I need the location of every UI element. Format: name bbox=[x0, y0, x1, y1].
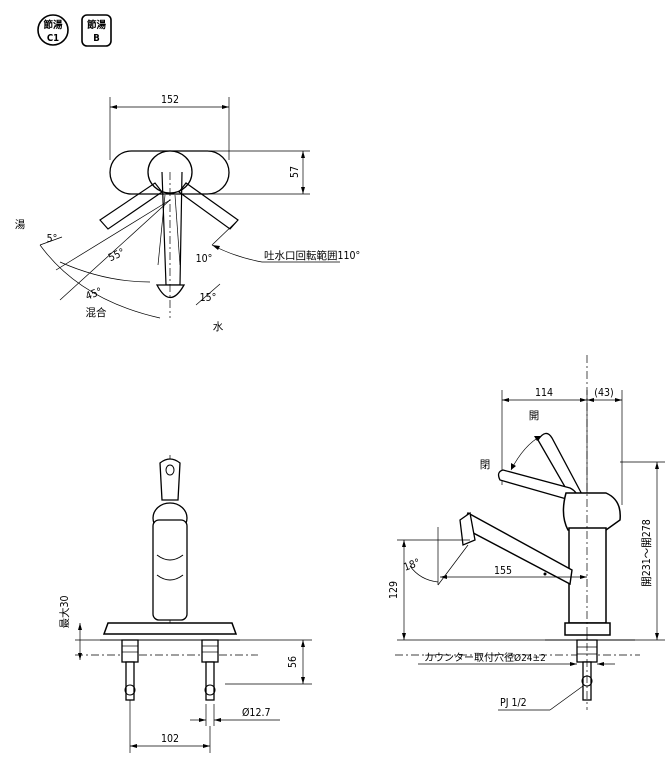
dim-43: (43) bbox=[594, 387, 613, 399]
dim-diameter: Ø12.7 bbox=[242, 707, 270, 719]
angle-45: 45° bbox=[84, 286, 104, 303]
label-counter-hole: カウンター取付穴径Ø24±2 bbox=[424, 651, 546, 664]
badge-c1-top: 節湯 bbox=[42, 19, 63, 31]
label-cold: 水 bbox=[213, 321, 224, 333]
dim-max30: 最大30 bbox=[58, 595, 71, 628]
dim-56: 56 bbox=[287, 656, 299, 668]
angle-18: 18° bbox=[402, 557, 422, 574]
dim-129: 129 bbox=[388, 581, 400, 599]
dim-pitch-102: 102 bbox=[161, 733, 179, 745]
angle-hot-5: 5° bbox=[47, 233, 58, 245]
dim-height-range: 開231～開278 bbox=[641, 519, 653, 587]
badge-b-bottom: B bbox=[93, 33, 100, 44]
dim-depth-57: 57 bbox=[289, 166, 301, 178]
angle-55: 55° bbox=[107, 246, 127, 264]
label-spout-range: 吐水口回転範囲110° bbox=[264, 249, 360, 262]
label-hot: 湯 bbox=[15, 219, 26, 231]
badge-c1: 節湯 C1 bbox=[37, 14, 69, 46]
angle-15: 15° bbox=[200, 292, 217, 304]
badge-b-top: 節湯 bbox=[86, 19, 107, 31]
front-view: 最大30 56 Ø12.7 102 bbox=[58, 455, 312, 753]
dim-155: 155 bbox=[494, 565, 512, 577]
side-view: 114 (43) 開 閉 開23 bbox=[388, 355, 665, 711]
top-view: 152 57 5° 55° 10° 45° 15° 湯 bbox=[15, 94, 361, 333]
label-thread: PJ 1/2 bbox=[500, 697, 527, 709]
dim-width-152: 152 bbox=[161, 94, 179, 106]
dim-114: 114 bbox=[535, 387, 553, 399]
badge-b: 節湯 B bbox=[81, 14, 112, 47]
label-close: 閉 bbox=[480, 459, 491, 471]
badge-c1-bottom: C1 bbox=[47, 33, 59, 44]
label-open: 開 bbox=[529, 410, 540, 422]
angle-10: 10° bbox=[196, 253, 213, 265]
label-mix: 混合 bbox=[86, 306, 107, 319]
